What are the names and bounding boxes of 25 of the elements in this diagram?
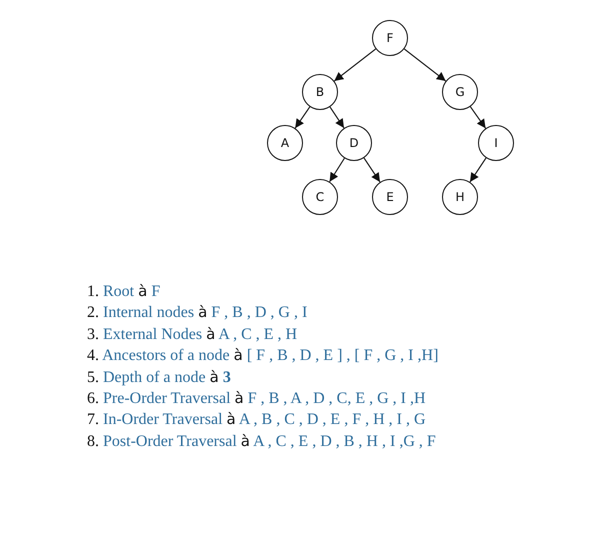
tree-node-circle: E: [372, 179, 408, 215]
arrow: [334, 48, 376, 82]
list-item: 7. In-Order Traversal à A , B , C , D , E , F , H , I , G: [87, 409, 427, 430]
arrow: [470, 158, 486, 182]
arrow: [470, 106, 486, 129]
list-item: 5. Depth of a node à 3: [87, 366, 232, 388]
arrow: [329, 158, 345, 182]
tree-node-circle: H: [442, 179, 478, 215]
arrow: [294, 106, 310, 128]
tree-node-circle: D: [336, 125, 372, 161]
tree-node-circle: C: [302, 179, 338, 215]
arrow: [404, 48, 446, 82]
tree-node-circle: B: [302, 74, 338, 110]
list-item: 2. Internal nodes à F , B , D , G , I: [87, 302, 308, 324]
list-item: 6. Pre-Order Traversal à F , B , A , D , C, E , G , I ,H: [87, 388, 427, 410]
list-item: 1. Root à F: [87, 281, 162, 302]
tree-node-circle: I: [478, 125, 514, 161]
arrow: [330, 106, 344, 128]
arrow: [364, 158, 380, 182]
tree-node-circle: G: [442, 74, 478, 110]
list-item: 8. Post-Order Traversal à A , C , E , D , B , H , I ,G , F: [87, 430, 437, 452]
list-item: 3. External Nodes à A , C , E , H: [87, 324, 298, 345]
tree-node-circle: F: [372, 20, 408, 56]
tree-node-circle: A: [267, 125, 303, 161]
list-item: 4. Ancestors of a node à [ F , B , D , E ] , [ F , G , I ,H]: [87, 345, 438, 366]
